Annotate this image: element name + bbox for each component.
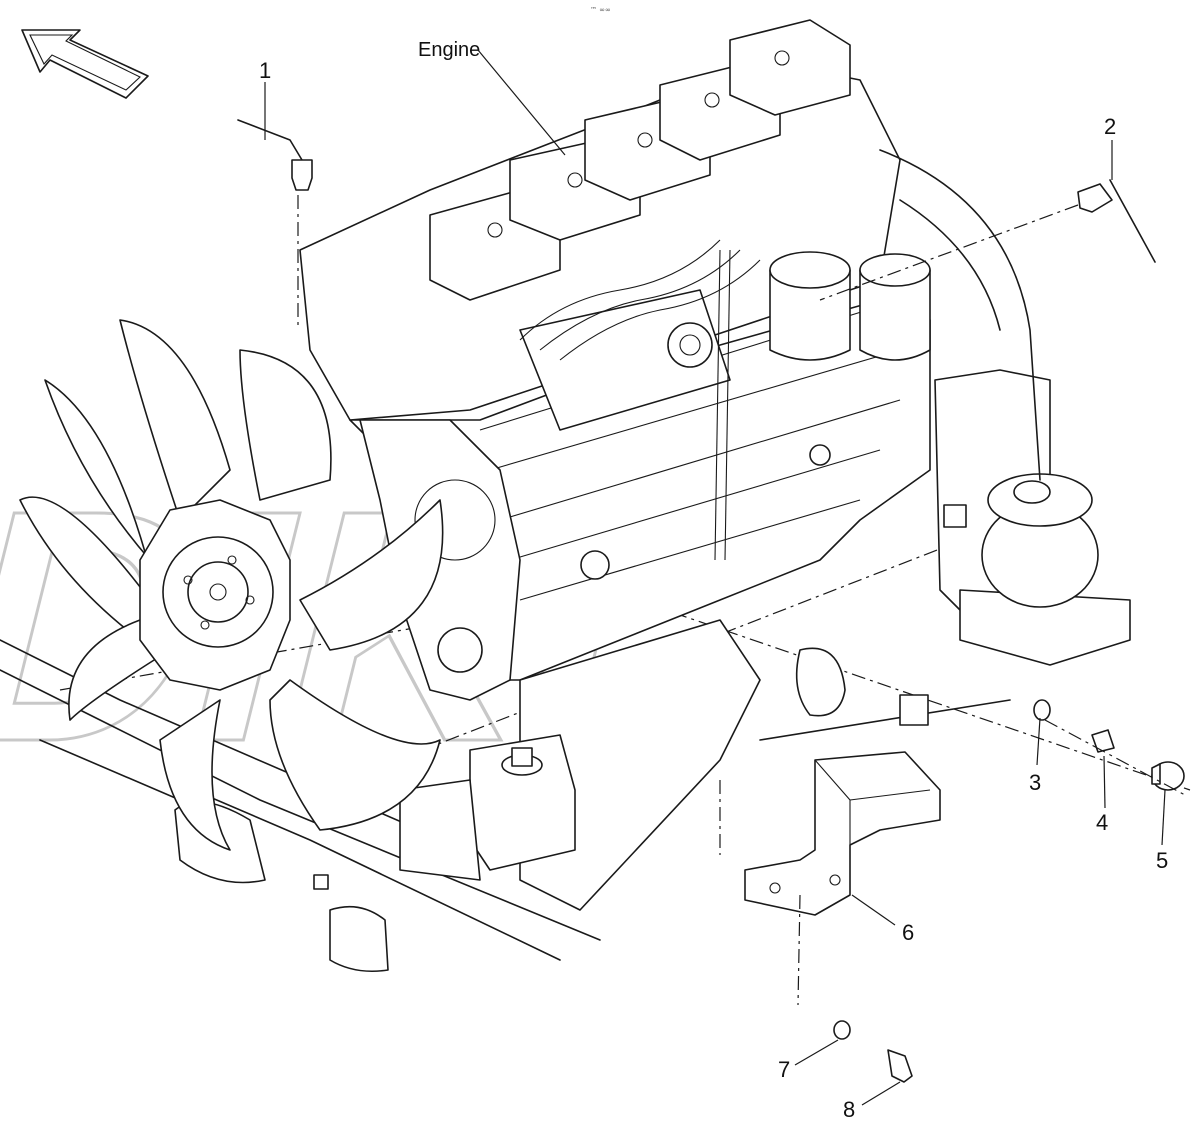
callout-2: 2 xyxy=(1104,114,1116,139)
rear-engine-mount xyxy=(934,369,1131,666)
part-8-bolt xyxy=(887,1049,913,1083)
front-engine-mount xyxy=(174,647,929,973)
callout-6: 6 xyxy=(902,920,914,945)
callout-7: 7 xyxy=(778,1057,790,1082)
callout-3: 3 xyxy=(1029,770,1041,795)
callout-5: 5 xyxy=(1156,848,1168,873)
part-2-sensor xyxy=(819,179,1156,301)
engine-block xyxy=(299,19,1041,911)
part-7-washer xyxy=(833,1020,851,1040)
cooling-fan xyxy=(19,319,444,851)
callout-1: 1 xyxy=(259,58,271,83)
callout-8: 8 xyxy=(843,1097,855,1122)
part-6-bracket xyxy=(719,751,941,1006)
engine-label: Engine xyxy=(418,39,480,61)
corner-mark: ™ ∞∞ xyxy=(590,6,611,14)
part-4-fitting xyxy=(1091,729,1115,753)
part-5-switch xyxy=(1151,761,1185,791)
part-3-washer xyxy=(1033,699,1051,721)
part-1-sensor xyxy=(237,119,313,330)
callout-4: 4 xyxy=(1096,810,1108,835)
direction-arrow-icon xyxy=(21,29,149,99)
leader-lines xyxy=(264,49,1186,1106)
